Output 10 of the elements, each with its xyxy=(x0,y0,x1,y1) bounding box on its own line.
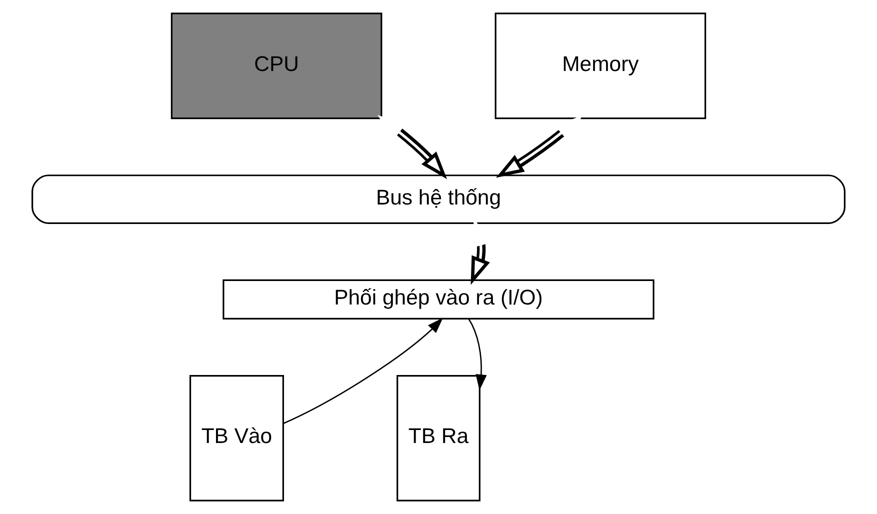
node-box: TB Vào xyxy=(189,375,284,502)
node-box: CPU xyxy=(170,12,382,120)
arrow xyxy=(496,115,583,178)
arrow xyxy=(468,318,487,390)
node-box: Memory xyxy=(494,12,706,120)
arrow xyxy=(283,318,444,424)
node-box: Bus hệ thống xyxy=(32,174,846,224)
node-box: TB Ra xyxy=(396,375,480,502)
arrow xyxy=(378,115,448,180)
node-box: Phối ghép vào ra (I/O) xyxy=(222,279,654,320)
